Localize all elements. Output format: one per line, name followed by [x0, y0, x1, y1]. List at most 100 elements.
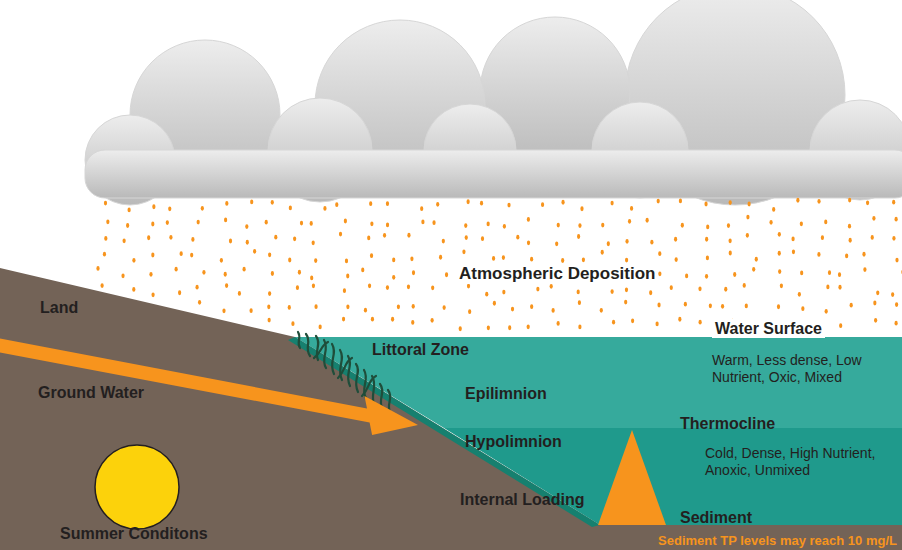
- deposition-dot: [220, 258, 223, 263]
- deposition-dot: [891, 292, 894, 297]
- deposition-dot: [245, 224, 248, 229]
- process-label: Internal Loading: [460, 490, 584, 509]
- deposition-dot: [346, 304, 349, 309]
- deposition-dot: [646, 218, 649, 223]
- deposition-dot: [630, 206, 633, 211]
- deposition-dot: [175, 267, 178, 272]
- deposition-dot: [824, 219, 827, 224]
- deposition-dot: [439, 255, 442, 260]
- deposition-dot: [502, 255, 505, 260]
- deposition-dot: [190, 253, 193, 258]
- deposition-dot: [871, 235, 874, 240]
- deposition-dot: [503, 224, 506, 229]
- deposition-dot: [128, 208, 131, 213]
- deposition-dot: [796, 198, 799, 203]
- deposition-dot: [727, 223, 730, 228]
- deposition-dot: [778, 269, 781, 274]
- deposition-dot: [685, 274, 688, 279]
- deposition-dot: [492, 256, 495, 261]
- deposition-dot: [180, 251, 183, 256]
- deposition-dot: [104, 201, 107, 206]
- deposition-dot: [582, 257, 585, 262]
- deposition-dot: [507, 203, 510, 208]
- deposition-dot: [656, 322, 659, 327]
- deposition-dot: [625, 239, 628, 244]
- deposition-dot: [705, 237, 708, 242]
- deposition-dot: [530, 257, 533, 262]
- deposition-dot: [895, 321, 898, 326]
- deposition-dot: [850, 303, 853, 308]
- deposition-dot: [895, 258, 898, 263]
- deposition-dot: [410, 256, 413, 261]
- deposition-dot: [462, 249, 465, 254]
- deposition-dot: [197, 220, 200, 225]
- deposition-dot: [202, 270, 205, 275]
- deposition-dot: [442, 239, 445, 244]
- deposition-dot: [729, 200, 732, 205]
- deposition-dot: [611, 201, 614, 206]
- deposition-dot: [407, 284, 410, 289]
- deposition-dot: [293, 236, 296, 241]
- deposition-dot: [421, 220, 424, 225]
- deposition-dot: [268, 318, 271, 323]
- deposition-dot: [151, 222, 154, 227]
- deposition-dot: [704, 202, 707, 207]
- deposition-dot: [225, 283, 228, 288]
- deposition-dot: [391, 317, 394, 322]
- clouds: [85, 0, 902, 205]
- deposition-dot: [792, 249, 795, 254]
- deposition-dot: [601, 250, 604, 255]
- deposition-dot: [600, 308, 603, 313]
- deposition-dot: [420, 206, 423, 211]
- deposition-dot: [550, 284, 553, 289]
- deposition-dot: [745, 304, 748, 309]
- deposition-dot: [838, 285, 841, 290]
- zone-label: Littoral Zone: [372, 340, 469, 359]
- deposition-dot: [578, 325, 581, 330]
- deposition-dot: [250, 308, 253, 313]
- deposition-dot: [104, 236, 107, 241]
- deposition-dot: [296, 285, 299, 290]
- deposition-dot: [733, 272, 736, 277]
- deposition-dot: [838, 272, 841, 277]
- deposition-dot: [699, 320, 702, 325]
- internal-loading-triangle: [598, 430, 666, 525]
- deposition-dot: [149, 272, 152, 277]
- deposition-dot: [345, 259, 348, 264]
- deposition-dot: [625, 258, 628, 263]
- deposition-dot: [706, 256, 709, 261]
- deposition-dot: [828, 270, 831, 275]
- deposition-dot: [791, 237, 794, 242]
- deposition-dot: [310, 221, 313, 226]
- deposition-dot: [892, 200, 895, 205]
- deposition-dot: [485, 292, 488, 297]
- deposition-dot: [755, 257, 758, 262]
- deposition-dot: [649, 290, 652, 295]
- deposition-dot: [126, 223, 129, 228]
- deposition-dot: [222, 308, 225, 313]
- deposition-dot: [874, 318, 877, 323]
- deposition-dot: [288, 305, 291, 310]
- deposition-dot: [178, 290, 181, 295]
- deposition-dot: [561, 200, 564, 205]
- deposition-dot: [300, 221, 303, 226]
- deposition-dot: [800, 271, 803, 276]
- deposition-dot: [530, 304, 533, 309]
- deposition-dots: [96, 198, 902, 332]
- deposition-dot: [370, 221, 373, 226]
- deposition-dot: [225, 201, 228, 206]
- deposition-dot: [166, 220, 169, 225]
- deposition-dot: [229, 239, 232, 244]
- deposition-dot: [752, 267, 755, 272]
- deposition-dot: [96, 266, 99, 271]
- deposition-dot: [746, 233, 749, 238]
- deposition-dot: [195, 285, 198, 290]
- deposition-dot: [848, 198, 851, 203]
- deposition-dot: [658, 251, 661, 256]
- deposition-dot: [670, 285, 673, 290]
- deposition-dot: [243, 267, 246, 272]
- deposition-dot: [800, 221, 803, 226]
- deposition-dot: [577, 234, 580, 239]
- layer-description: Warm, Less dense, Low Nutrient, Oxic, Mi…: [712, 352, 896, 386]
